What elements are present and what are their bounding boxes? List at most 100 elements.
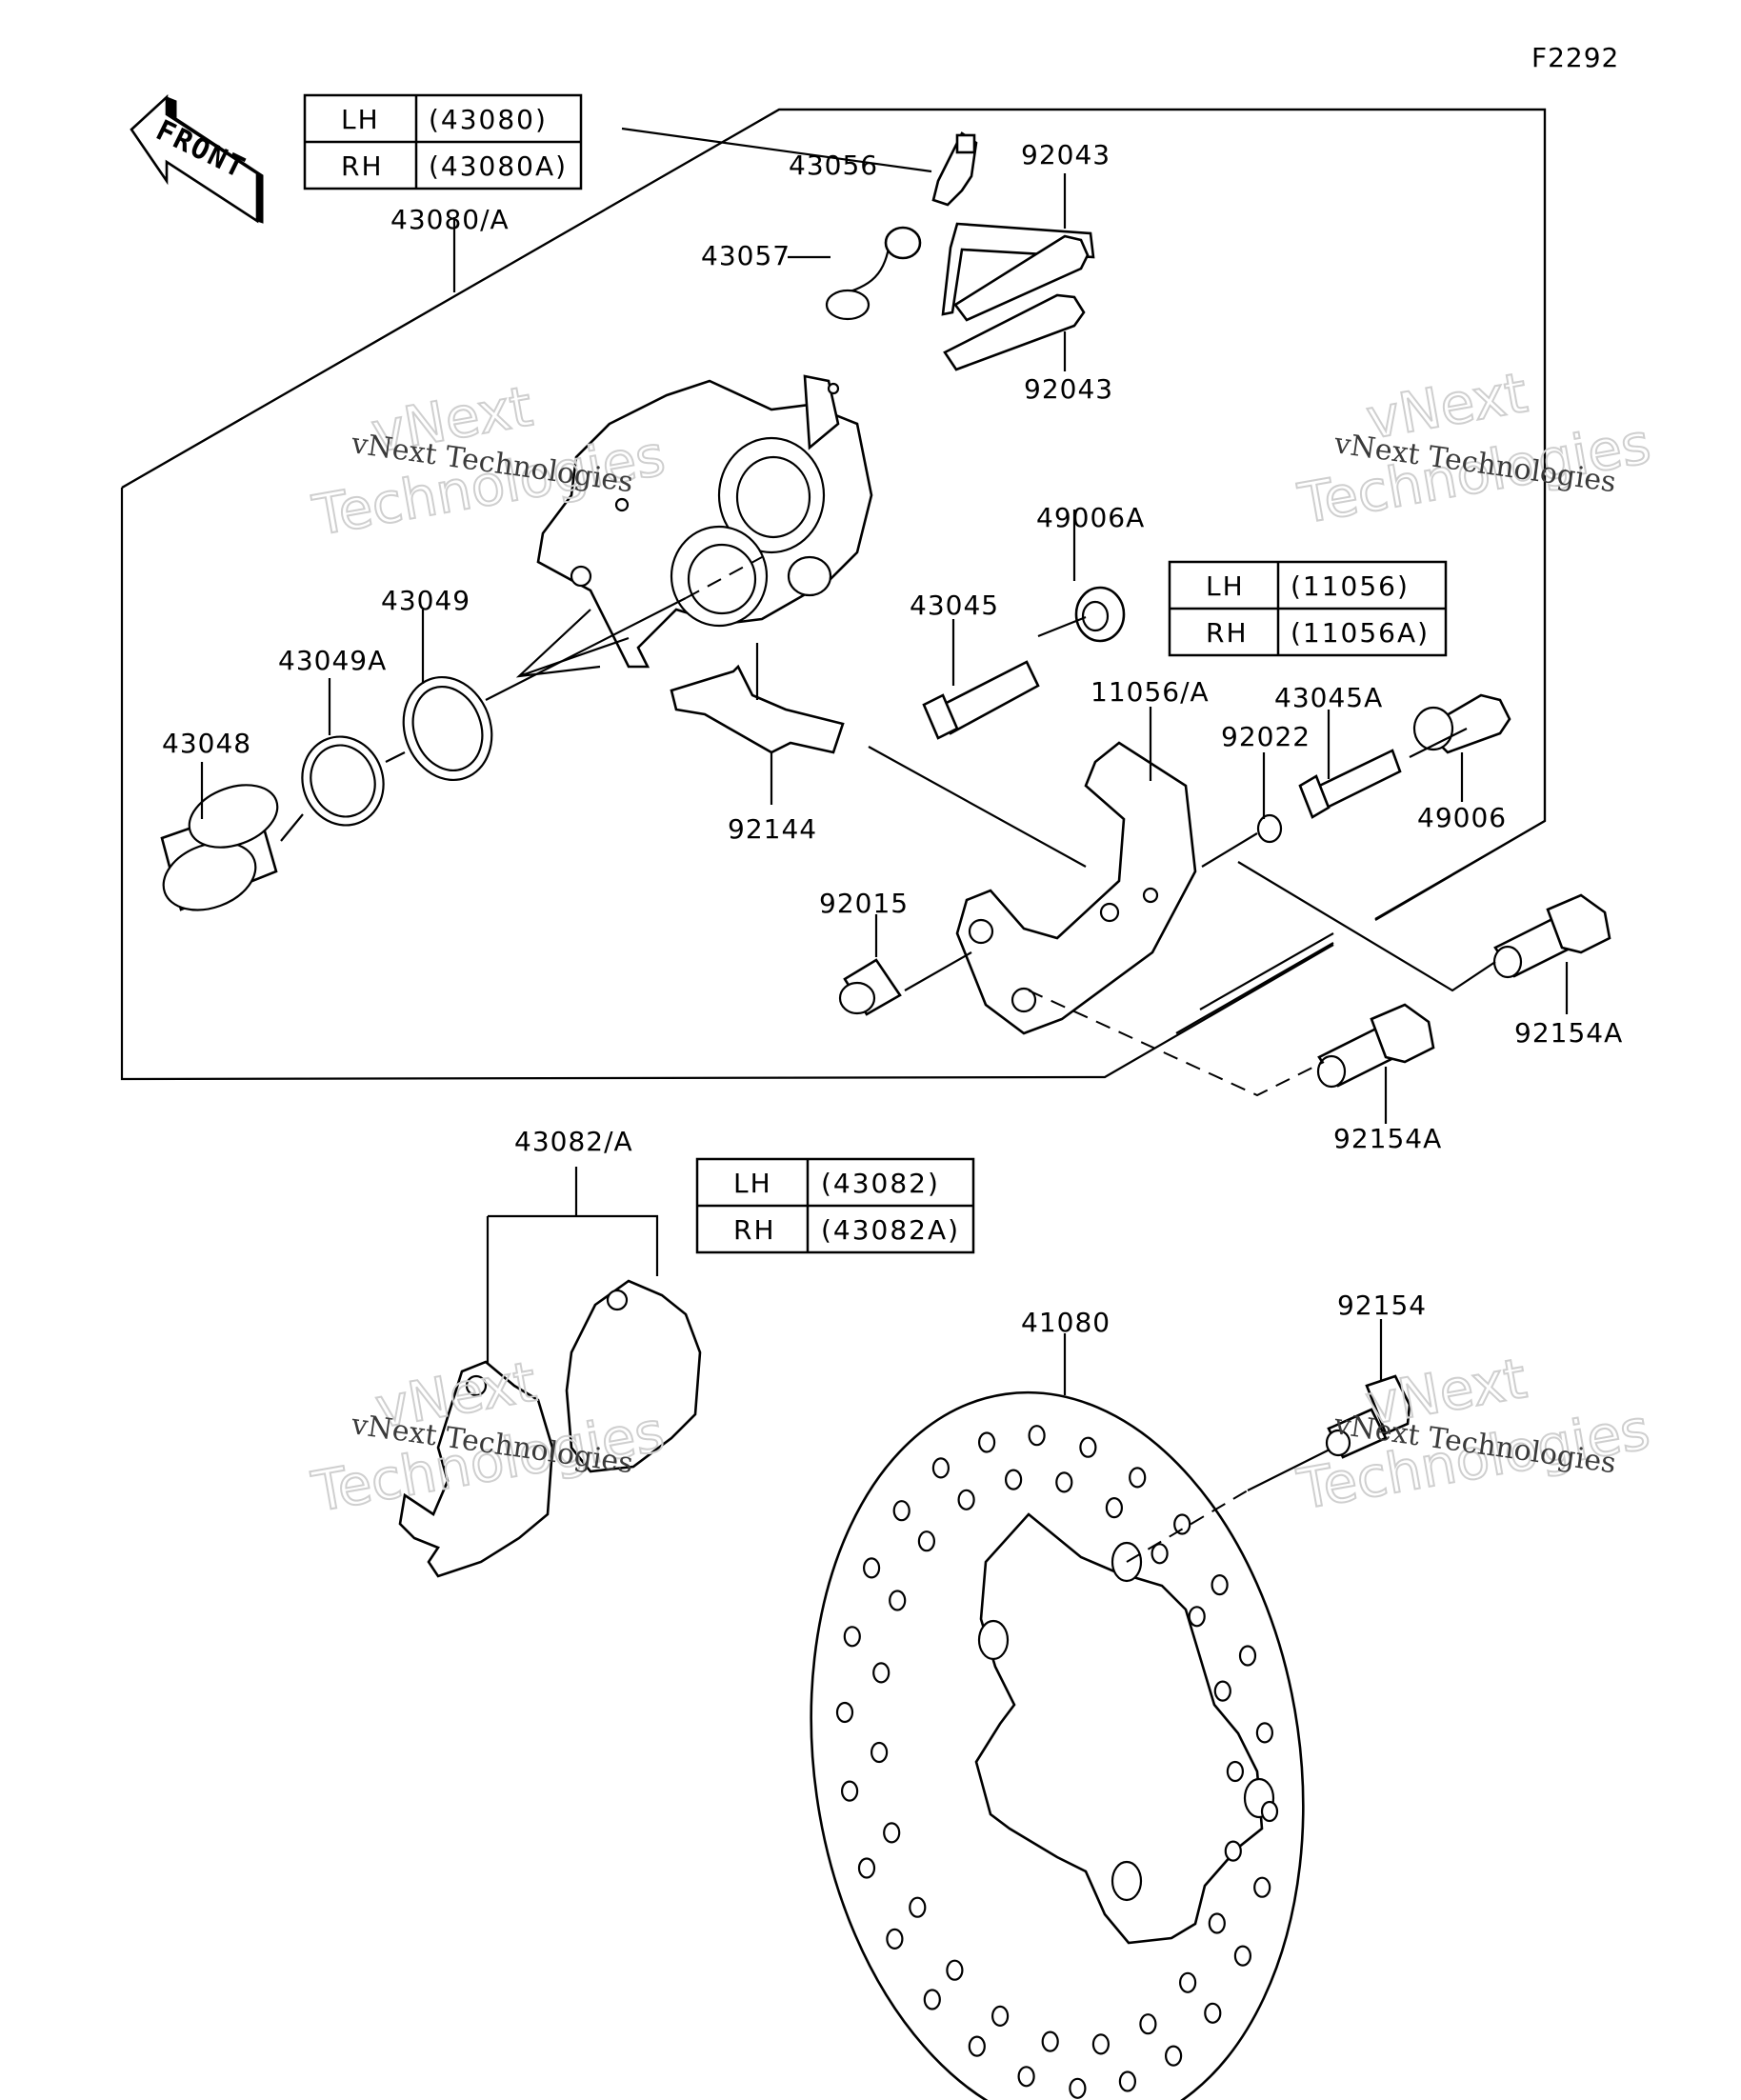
boot-49006a: [1074, 586, 1126, 643]
caliper-body: [536, 374, 873, 669]
disc-vent-hole: [968, 2035, 986, 2057]
part-label-49006a: 49006A: [1036, 502, 1145, 533]
pads-lh-side: LH: [733, 1168, 772, 1199]
disc-vent-hole: [883, 1822, 901, 1844]
bleeder-cap: [825, 226, 922, 321]
disc-vent-hole: [1151, 1543, 1169, 1565]
caliper-side-table: LH (43080) RH (43080A): [303, 93, 583, 190]
bracket-lh-side: LH: [1206, 570, 1245, 602]
disc-vent-hole: [840, 1780, 859, 1802]
part-label-43082a: 43082/A: [514, 1126, 633, 1157]
disc-vent-hole: [909, 1896, 927, 1918]
bracket-axis-lines: [1175, 932, 1334, 1034]
part-label-43049a: 43049A: [278, 645, 387, 676]
brake-disc-41080: [810, 1390, 1305, 2100]
disc-vent-hole: [1253, 1876, 1271, 1898]
disc-vent-hole: [1028, 1425, 1046, 1447]
disc-vent-hole: [1213, 1680, 1231, 1702]
disc-vent-hole: [1178, 1971, 1197, 1993]
part-label-43080a: 43080/A: [390, 204, 510, 235]
disc-vent-hole: [857, 1857, 876, 1879]
pads-lh-part: (43082): [821, 1168, 940, 1199]
dash-piston-axis: [485, 597, 687, 701]
disc-vent-hole: [1091, 2033, 1111, 2055]
part-label-43057: 43057: [701, 240, 790, 271]
caliper-bracket: [955, 741, 1197, 1035]
figure-code: F2292: [1531, 42, 1619, 73]
pads-rh-part: (43082A): [821, 1214, 960, 1246]
disc-vent-hole: [1004, 1469, 1023, 1490]
pad-hole-front: [465, 1374, 488, 1397]
dust-seal-43049a: [301, 735, 385, 827]
part-label-92043-upper: 92043: [1021, 139, 1111, 170]
part-label-92015: 92015: [819, 888, 909, 919]
disc-vent-hole: [1079, 1436, 1097, 1458]
bolt-92154a-lower: [1316, 1003, 1435, 1089]
disc-vent-hole: [843, 1626, 861, 1648]
disc-vent-hole: [931, 1457, 951, 1479]
pad-spring-92144: [670, 664, 845, 754]
disc-vent-hole: [1255, 1722, 1274, 1744]
bleeder-valve: [931, 131, 978, 207]
disc-vent-hole: [892, 1500, 911, 1522]
leader-bracket-pins: [1201, 728, 1468, 868]
guide-pin-lower-body: [943, 293, 1086, 371]
leader-43045-pin: [1037, 615, 1087, 638]
part-label-11056a: 11056/A: [1091, 676, 1210, 708]
piston-seal-43049: [402, 675, 493, 782]
bracket-hole-3: [1099, 902, 1120, 923]
part-label-43049: 43049: [381, 585, 470, 616]
part-label-43048: 43048: [162, 728, 251, 759]
part-label-92022: 92022: [1221, 721, 1311, 752]
bracket-hole-2: [1011, 987, 1037, 1013]
disc-vent-hole: [1188, 1606, 1206, 1628]
leader-92154a-upper-path: [1237, 861, 1496, 992]
disc-vent-hole: [1139, 2013, 1157, 2035]
disc-vent-hole: [1164, 2045, 1183, 2067]
bracket-rh-part: (11056A): [1291, 617, 1430, 649]
part-label-43056: 43056: [789, 150, 878, 181]
part-label-49006: 49006: [1417, 802, 1507, 833]
disc-vent-hole: [1173, 1513, 1191, 1535]
bracket-hole-4: [1142, 887, 1159, 904]
leader-11056a: [868, 707, 1152, 868]
bolt-92015: [838, 958, 902, 1016]
leader-disc-bolt: [1247, 1442, 1344, 1491]
leader-92015-link: [904, 951, 972, 991]
bolt-92154: [1325, 1374, 1411, 1459]
part-label-92144: 92144: [728, 813, 817, 845]
pad-hole-rear: [606, 1289, 629, 1311]
disc-vent-hole: [835, 1701, 854, 1724]
part-label-92154a-lower: 92154A: [1333, 1123, 1442, 1154]
outline-lower: [120, 488, 1334, 1081]
disc-vent-hole: [889, 1590, 907, 1611]
front-arrow-icon: FRONT: [130, 94, 264, 224]
disc-vent-hole: [1211, 1573, 1229, 1596]
dash-92154a-lower: [1028, 990, 1325, 1097]
disc-vent-hole: [1208, 1912, 1226, 1934]
bracket-side-table: LH (11056) RH (11056A): [1168, 560, 1448, 657]
leader-92144-up: [755, 510, 1076, 700]
disc-vent-hole: [872, 1662, 891, 1684]
disc-vent-hole: [886, 1928, 904, 1950]
disc-vent-hole: [1069, 2077, 1087, 2099]
bolt-92154a-upper: [1492, 893, 1611, 979]
slide-pin-43045: [922, 660, 1040, 740]
disc-vent-hole: [1226, 1760, 1245, 1783]
disc-vent-hole: [946, 1959, 964, 1981]
disc-vent-hole: [1017, 2066, 1035, 2088]
disc-vent-hole: [870, 1741, 889, 1764]
disc-vent-hole: [1105, 1496, 1124, 1519]
disc-vent-hole: [1041, 2030, 1059, 2052]
pads-bracket-leader: [486, 1214, 659, 1371]
disc-vent-hole: [923, 1989, 941, 2010]
disc-vent-hole: [917, 1530, 936, 1552]
bracket-lh-part: (11056): [1291, 570, 1410, 602]
disc-vent-hole: [991, 2005, 1010, 2027]
disc-vent-hole: [1233, 1945, 1252, 1967]
disc-vent-hole: [1238, 1645, 1257, 1667]
disc-vent-hole: [977, 1431, 996, 1453]
circlip-92022: [1256, 813, 1283, 844]
